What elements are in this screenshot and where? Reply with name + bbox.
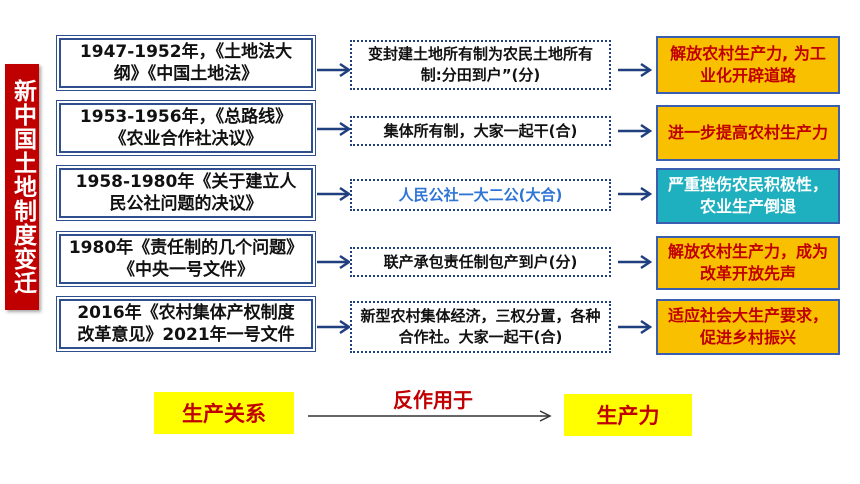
arrow-right-icon bbox=[317, 254, 352, 270]
effect-box: 解放农村生产力，成为改革开放先声 bbox=[656, 236, 840, 290]
relation-label: 反作用于 bbox=[393, 388, 473, 412]
arrow-right-icon bbox=[317, 319, 352, 335]
timeline-row-1947: 1947-1952年，《土地法大纲》《中国土地法》 变封建土地所有制为农民土地所… bbox=[0, 35, 860, 94]
timeline-row-1953: 1953-1956年，《总路线》《农业合作社决议》 集体所有制，大家一起干(合)… bbox=[0, 100, 860, 161]
period-box: 1958-1980年《关于建立人民公社问题的决议》 bbox=[56, 165, 316, 221]
period-box: 1953-1956年，《总路线》《农业合作社决议》 bbox=[56, 100, 316, 156]
arrow-right-icon bbox=[618, 123, 653, 139]
effect-box: 适应社会大生产要求，促进乡村振兴 bbox=[656, 299, 840, 355]
arrow-right-icon bbox=[317, 62, 352, 78]
timeline-row-1958: 1958-1980年《关于建立人民公社问题的决议》 人民公社一大二公(大合) 严… bbox=[0, 165, 860, 224]
arrow-right-icon bbox=[317, 186, 352, 202]
arrow-right-icon bbox=[317, 121, 352, 137]
arrow-right-icon bbox=[618, 62, 653, 78]
period-box: 2016年《农村集体产权制度改革意见》2021年一号文件 bbox=[56, 296, 316, 352]
system-box: 新型农村集体经济，三权分置，各种合作社。大家一起干(合) bbox=[350, 301, 611, 353]
effect-box: 解放农村生产力, 为工业化开辟道路 bbox=[656, 36, 840, 94]
side-title: 新中国土地制度变迁 bbox=[5, 64, 39, 310]
arrow-right-icon bbox=[308, 410, 552, 422]
effect-box: 进一步提高农村生产力 bbox=[656, 105, 840, 161]
production-relations-box: 生产关系 bbox=[154, 392, 294, 434]
arrow-right-icon bbox=[618, 254, 653, 270]
effect-box: 严重挫伤农民积极性，农业生产倒退 bbox=[656, 168, 840, 224]
timeline-row-1980: 1980年《责任制的几个问题》《中央一号文件》 联产承包责任制包产到户(分) 解… bbox=[0, 231, 860, 290]
period-box: 1947-1952年，《土地法大纲》《中国土地法》 bbox=[56, 35, 316, 91]
arrow-right-icon bbox=[618, 319, 653, 335]
system-box: 人民公社一大二公(大合) bbox=[350, 179, 611, 211]
period-box: 1980年《责任制的几个问题》《中央一号文件》 bbox=[56, 231, 316, 287]
productive-forces-box: 生产力 bbox=[564, 394, 692, 436]
system-box: 集体所有制，大家一起干(合) bbox=[350, 116, 611, 146]
timeline-row-2016: 2016年《农村集体产权制度改革意见》2021年一号文件 新型农村集体经济，三权… bbox=[0, 296, 860, 355]
system-box: 变封建土地所有制为农民土地所有制:分田到户”(分) bbox=[350, 40, 611, 90]
arrow-right-icon bbox=[618, 186, 653, 202]
system-box: 联产承包责任制包产到户(分) bbox=[350, 247, 611, 277]
